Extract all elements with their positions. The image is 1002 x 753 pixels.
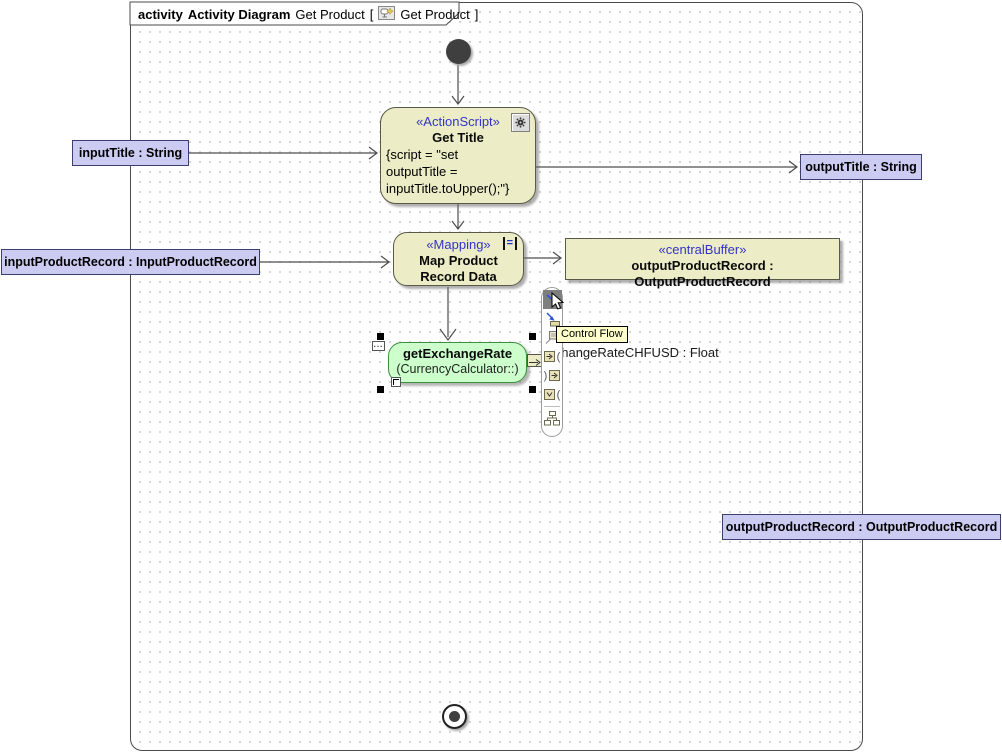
central-buffer-stereotype: «centralBuffer» [658,242,747,257]
paren-glyph: ) [543,369,548,382]
get-title-stereotype: «ActionScript» [416,114,500,129]
parameter-output-product-record[interactable]: outputProductRecord : OutputProductRecor… [722,514,1001,540]
mouse-cursor-icon [551,292,565,310]
get-exchange-rate-qualifier: (CurrencyCalculator::) [396,362,519,376]
parameter-input-product-record[interactable]: inputProductRecord : InputProductRecord [1,249,260,275]
paren-glyph: ( [556,350,561,363]
selection-handle-top-left[interactable] [377,333,384,340]
activity-final-node-core [449,711,460,722]
parameter-output-title[interactable]: outputTitle : String [800,154,922,180]
action-get-exchange-rate[interactable]: getExchangeRate (CurrencyCalculator::) [388,342,527,383]
initial-node[interactable] [446,39,471,64]
structure-button[interactable] [543,409,562,428]
get-title-script-line: {script = "set [386,147,459,162]
mapping-icon: = [502,237,517,250]
get-title-script-line: inputTitle.toUpper();"} [386,181,510,196]
toolbar-separator [544,406,560,407]
object-flow-button[interactable] [543,309,562,328]
action-get-title[interactable]: «ActionScript» Get Title {script = "set … [380,107,536,204]
get-title-name: Get Title [432,130,484,145]
ellipsis-glyph: ... [373,341,384,349]
frame-diagram-name: Get Product [295,7,365,22]
activity-final-node[interactable] [442,704,467,729]
selection-handle-top-right[interactable] [529,333,536,340]
frame-type-label: Activity Diagram [187,7,291,22]
map-product-stereotype: «Mapping» [426,237,491,252]
frame-header-shape [129,1,460,26]
frame-ref-name: Get Product [400,7,470,22]
exchange-rate-label[interactable]: exchangeRateCHFUSD : Float [541,345,719,360]
input-pin-button[interactable]: ) [543,366,562,385]
selection-handle-bottom-right[interactable] [529,386,536,393]
action-map-product[interactable]: «Mapping» Map Product Record Data = [393,232,524,286]
paren-glyph: ( [556,388,561,401]
action-note-button[interactable] [543,328,562,347]
edit-compartments-button[interactable]: ... [372,341,385,351]
output-pin-button[interactable]: ( [543,347,562,366]
get-exchange-rate-name: getExchangeRate [402,346,513,361]
get-title-script-line: outputTitle = [386,164,458,179]
map-product-name-line1: Map Product [419,253,498,268]
frame-bracket-close: ] [474,7,479,22]
script-gear-icon[interactable] [511,113,530,132]
smart-manipulator-toolbar: ( ) ( [541,287,563,437]
corner-glyph [393,379,399,385]
tooltip: Control Flow [556,326,628,343]
central-buffer-node[interactable]: «centralBuffer» outputProductRecord : Ou… [565,238,840,289]
parameter-input-title[interactable]: inputTitle : String [72,140,189,166]
mapping-icon-glyph: = [506,237,513,249]
frame-bracket-open: [ [369,7,374,22]
map-product-name-line2: Record Data [420,269,497,284]
central-buffer-name: outputProductRecord : OutputProductRecor… [631,258,774,289]
value-pin-button[interactable]: ( [543,385,562,404]
frame-header[interactable]: activity Activity Diagram Get Product [ … [138,6,478,23]
expand-collapse-button[interactable] [391,377,401,387]
frame-kind-label: activity [138,7,183,22]
selection-handle-bottom-left[interactable] [377,386,384,393]
activity-diagram-icon [378,6,396,23]
